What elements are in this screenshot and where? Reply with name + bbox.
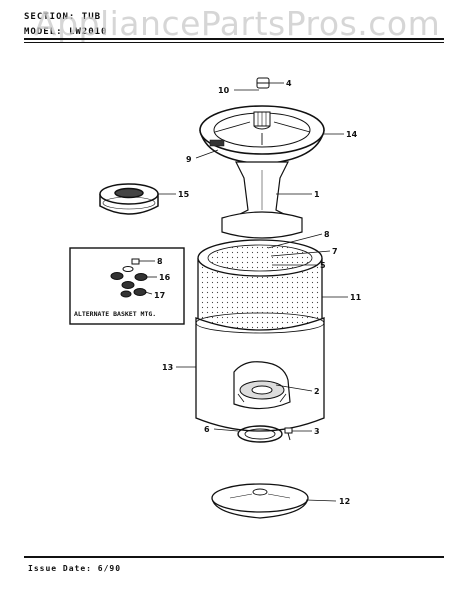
footer-rule xyxy=(24,556,444,558)
callout-10: 10 xyxy=(218,86,230,95)
leader-lines xyxy=(139,82,348,502)
header-rule xyxy=(24,38,444,40)
callout-11: 11 xyxy=(350,293,362,302)
callout-15: 15 xyxy=(178,190,190,199)
tub-ring-part-14 xyxy=(199,105,325,165)
gasket-part-6 xyxy=(237,425,283,443)
callout-5: 5 xyxy=(320,261,326,270)
callout-inset-8: 8 xyxy=(157,257,163,266)
tub-bottom-part-12 xyxy=(211,483,309,519)
agitator-part-1 xyxy=(221,161,303,239)
callout-1: 1 xyxy=(314,190,320,199)
callout-6: 6 xyxy=(204,425,210,434)
watermark: AppliancePartsPros.com xyxy=(34,4,441,43)
nut-part-4 xyxy=(256,77,270,89)
callout-13: 13 xyxy=(162,363,173,372)
model-value: LW2010 xyxy=(68,27,108,37)
alternate-basket-inset: ALTERNATE BASKET MTG. xyxy=(69,247,185,325)
callout-9: 9 xyxy=(186,155,192,164)
screw-part-3 xyxy=(284,427,293,441)
header-rule-thin xyxy=(24,42,444,43)
balance-ring-part-15 xyxy=(99,183,159,215)
model-label: MODEL: xyxy=(24,27,63,37)
section-header: SECTION: TUB xyxy=(24,12,101,22)
callout-14: 14 xyxy=(346,130,358,139)
inset-caption: ALTERNATE BASKET MTG. xyxy=(74,310,156,318)
model-header: MODEL: LW2010 xyxy=(24,27,107,37)
issue-date: Issue Date: 6/90 xyxy=(28,564,122,573)
callout-4: 4 xyxy=(286,79,292,88)
callout-17: 17 xyxy=(154,291,165,300)
basket-part-11 xyxy=(197,239,323,332)
callout-3: 3 xyxy=(314,427,320,436)
hub-part-2 xyxy=(233,361,291,410)
section-value: TUB xyxy=(81,12,102,22)
callout-12: 12 xyxy=(339,497,350,506)
callout-2: 2 xyxy=(314,387,320,396)
callout-16: 16 xyxy=(159,273,171,282)
callout-7: 7 xyxy=(332,247,338,256)
callout-8: 8 xyxy=(324,230,330,239)
section-label: SECTION: xyxy=(24,12,76,22)
